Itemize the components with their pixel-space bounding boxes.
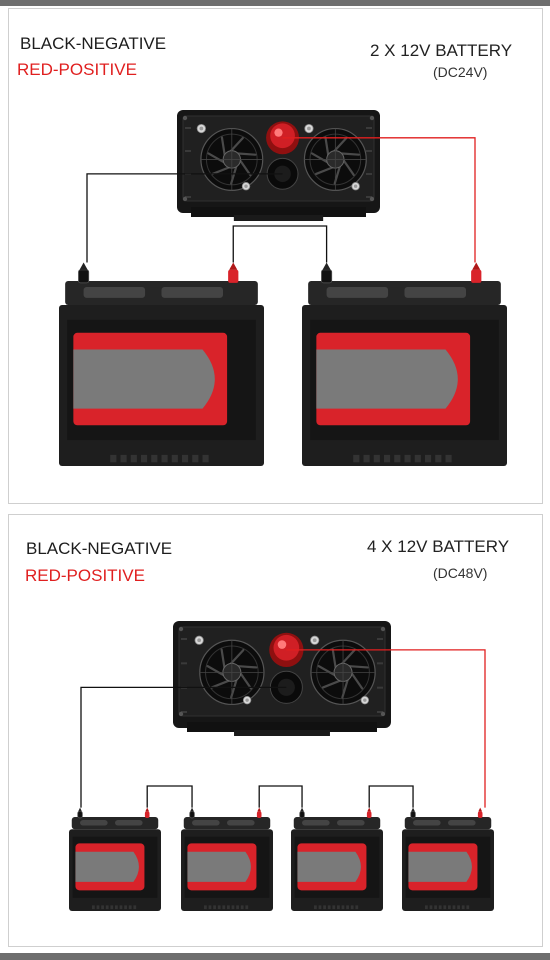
positive-wire — [286, 649, 486, 808]
config-title: 4 X 12V BATTERY — [367, 537, 510, 556]
screw-icon — [194, 635, 204, 645]
battery — [291, 807, 383, 911]
series-link-wire — [146, 785, 193, 808]
wiring-diagram-4-battery — [69, 621, 494, 911]
positive-terminal-icon — [366, 807, 372, 818]
negative-wire — [80, 686, 287, 808]
negative-terminal-icon — [321, 262, 333, 284]
bottom-border-bar — [0, 953, 550, 960]
negative-terminal-icon — [77, 807, 83, 819]
battery — [181, 807, 273, 911]
config-title: 2 X 12V BATTERY — [370, 41, 513, 60]
negative-terminal-icon — [299, 807, 305, 819]
fan-icon — [200, 127, 264, 191]
legend-positive: RED-POSITIVE — [25, 566, 145, 585]
screw-icon — [351, 182, 360, 191]
negative-terminal-icon — [78, 262, 90, 284]
positive-terminal-icon — [144, 807, 150, 818]
legend-positive: RED-POSITIVE — [17, 60, 137, 79]
legend-negative: BLACK-NEGATIVE — [26, 539, 173, 558]
legend-negative: BLACK-NEGATIVE — [20, 34, 167, 53]
series-link-wire — [368, 785, 414, 808]
positive-wire — [282, 137, 476, 263]
positive-terminal-icon — [471, 262, 482, 283]
battery — [402, 807, 494, 911]
config-voltage: (DC48V) — [433, 565, 488, 581]
power-inverter — [173, 621, 391, 736]
negative-wire — [86, 173, 283, 263]
positive-terminal-icon — [477, 807, 483, 818]
fan-icon — [199, 639, 265, 706]
fan-icon — [310, 639, 376, 706]
fan-icon — [303, 127, 367, 191]
diagram-panel-4-battery: BLACK-NEGATIVE RED-POSITIVE 4 X 12V BATT… — [8, 514, 543, 947]
battery — [69, 807, 161, 911]
screw-icon — [304, 123, 314, 134]
battery — [59, 262, 264, 466]
screw-icon — [241, 182, 251, 191]
screw-icon — [360, 695, 370, 705]
screw-icon — [242, 695, 252, 705]
diagram-panel-2-battery: BLACK-NEGATIVE RED-POSITIVE 2 X 12V BATT… — [8, 8, 543, 504]
top-border-bar — [0, 0, 550, 6]
power-inverter — [177, 110, 380, 221]
series-link-wire — [232, 225, 328, 263]
screw-icon — [196, 123, 206, 134]
positive-terminal-icon — [228, 262, 239, 283]
config-voltage: (DC24V) — [433, 64, 488, 80]
battery — [302, 262, 507, 466]
wiring-diagram-2-battery — [59, 110, 507, 466]
series-link-wire — [258, 785, 303, 808]
positive-terminal-icon — [256, 807, 262, 818]
negative-terminal-icon — [410, 807, 416, 819]
negative-terminal-icon — [189, 807, 195, 819]
screw-icon — [310, 635, 320, 645]
